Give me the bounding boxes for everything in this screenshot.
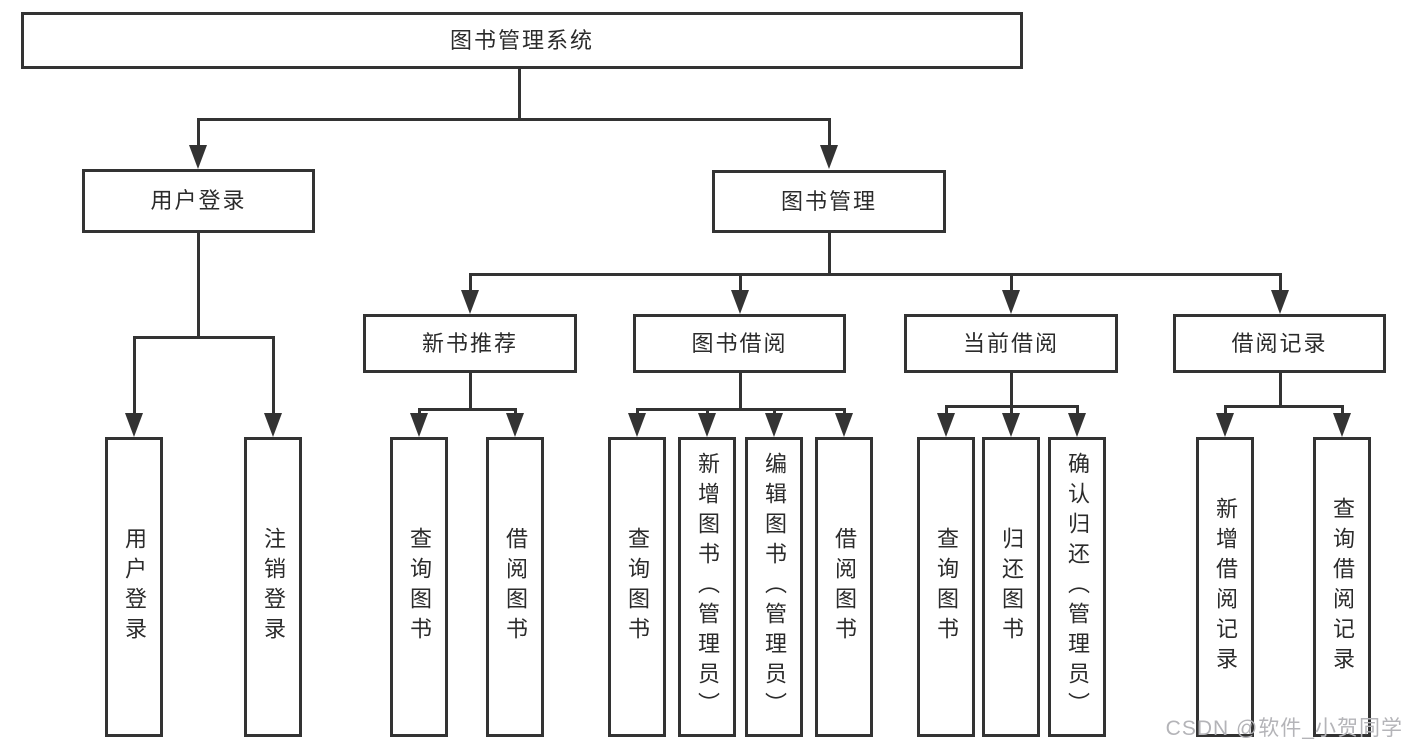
node-root: 图书管理系统 [21,12,1023,69]
arrow-down-icon [1271,290,1289,314]
node-label-edit-books-admin: 编辑图书（管理员） [762,452,787,722]
node-label-book-borrowing: 图书借阅 [691,330,788,356]
node-label-query-books-rec: 查询图书 [407,527,432,647]
connector-stub [738,273,742,294]
node-label-return-books: 归还图书 [999,527,1024,647]
node-label-logout: 注销登录 [261,527,286,647]
node-label-add-books-admin: 新增图书（管理员） [695,452,720,722]
connector-stub [132,336,136,417]
connector-stub [944,405,948,417]
connector-stub [1340,405,1344,417]
connector-stub [827,118,831,149]
arrow-down-icon [765,413,783,437]
arrow-down-icon [1216,413,1234,437]
arrow-down-icon [937,413,955,437]
connector-trunk [517,69,521,121]
node-label-query-books-borrow: 查询图书 [625,527,650,647]
node-label-confirm-return-admin: 确认归还（管理员） [1065,452,1090,722]
connector-stub [1009,405,1013,417]
connector-trunk [196,233,200,339]
connector-trunk [738,373,742,411]
node-query-books-rec: 查询图书 [390,437,448,737]
node-query-books-borrow: 查询图书 [608,437,666,737]
arrow-down-icon [264,413,282,437]
connector-stub [417,408,421,417]
connector-stub [1278,273,1282,294]
connector-trunk [1009,373,1013,408]
node-label-add-borrow-record: 新增借阅记录 [1213,497,1238,677]
node-label-query-books-current: 查询图书 [934,527,959,647]
node-borrow-books: 借阅图书 [815,437,873,737]
node-add-borrow-record: 新增借阅记录 [1196,437,1254,737]
node-book-management: 图书管理 [712,170,946,233]
node-label-borrow-books-rec: 借阅图书 [503,527,528,647]
node-add-books-admin: 新增图书（管理员） [678,437,736,737]
arrow-down-icon [410,413,428,437]
arrow-down-icon [820,145,838,169]
node-label-borrow-books: 借阅图书 [832,527,857,647]
connector-stub [1223,405,1227,417]
arrow-down-icon [1002,413,1020,437]
node-query-borrow-record: 查询借阅记录 [1313,437,1371,737]
connector-stub [271,336,275,417]
arrow-down-icon [698,413,716,437]
arrow-down-icon [628,413,646,437]
arrow-down-icon [731,290,749,314]
node-book-borrowing: 图书借阅 [633,314,846,373]
connector-stub [1075,405,1079,417]
connector-trunk [468,373,472,411]
node-label-user-login: 用户登录 [122,527,147,647]
connector-stub [513,408,517,417]
connector-stub [842,408,846,417]
connector-stub [635,408,639,417]
node-return-books: 归还图书 [982,437,1040,737]
arrow-down-icon [461,290,479,314]
connector-bar [468,273,1282,276]
node-confirm-return-admin: 确认归还（管理员） [1048,437,1106,737]
connector-stub [772,408,776,417]
node-user-login-group: 用户登录 [82,169,315,233]
connector-bar [417,408,517,411]
node-user-login: 用户登录 [105,437,163,737]
connector-stub [1009,273,1013,294]
csdn-watermark: CSDN @软件_小贺同学 [1165,717,1403,740]
arrow-down-icon [1333,413,1351,437]
node-label-new-book-recommend: 新书推荐 [421,330,518,356]
arrow-down-icon [506,413,524,437]
node-current-borrowing: 当前借阅 [904,314,1118,373]
connector-trunk [827,233,831,276]
node-label-user-login-group: 用户登录 [150,188,247,213]
node-label-root: 图书管理系统 [449,27,594,53]
connector-bar [635,408,846,411]
connector-stub [705,408,709,417]
arrow-down-icon [189,145,207,169]
node-label-borrowing-records: 借阅记录 [1231,330,1328,356]
node-label-book-management: 图书管理 [780,188,877,214]
node-label-query-borrow-record: 查询借阅记录 [1330,497,1355,677]
node-logout: 注销登录 [244,437,302,737]
node-label-current-borrowing: 当前借阅 [962,330,1059,356]
connector-stub [196,118,200,149]
node-borrowing-records: 借阅记录 [1173,314,1386,373]
node-query-books-current: 查询图书 [917,437,975,737]
node-borrow-books-rec: 借阅图书 [486,437,544,737]
connector-stub [468,273,472,294]
arrow-down-icon [835,413,853,437]
arrow-down-icon [125,413,143,437]
connector-bar [1223,405,1344,408]
arrow-down-icon [1002,290,1020,314]
connector-trunk [1278,373,1282,408]
connector-bar [196,118,831,121]
arrow-down-icon [1068,413,1086,437]
connector-bar [132,336,275,339]
node-edit-books-admin: 编辑图书（管理员） [745,437,803,737]
node-new-book-recommend: 新书推荐 [363,314,577,373]
